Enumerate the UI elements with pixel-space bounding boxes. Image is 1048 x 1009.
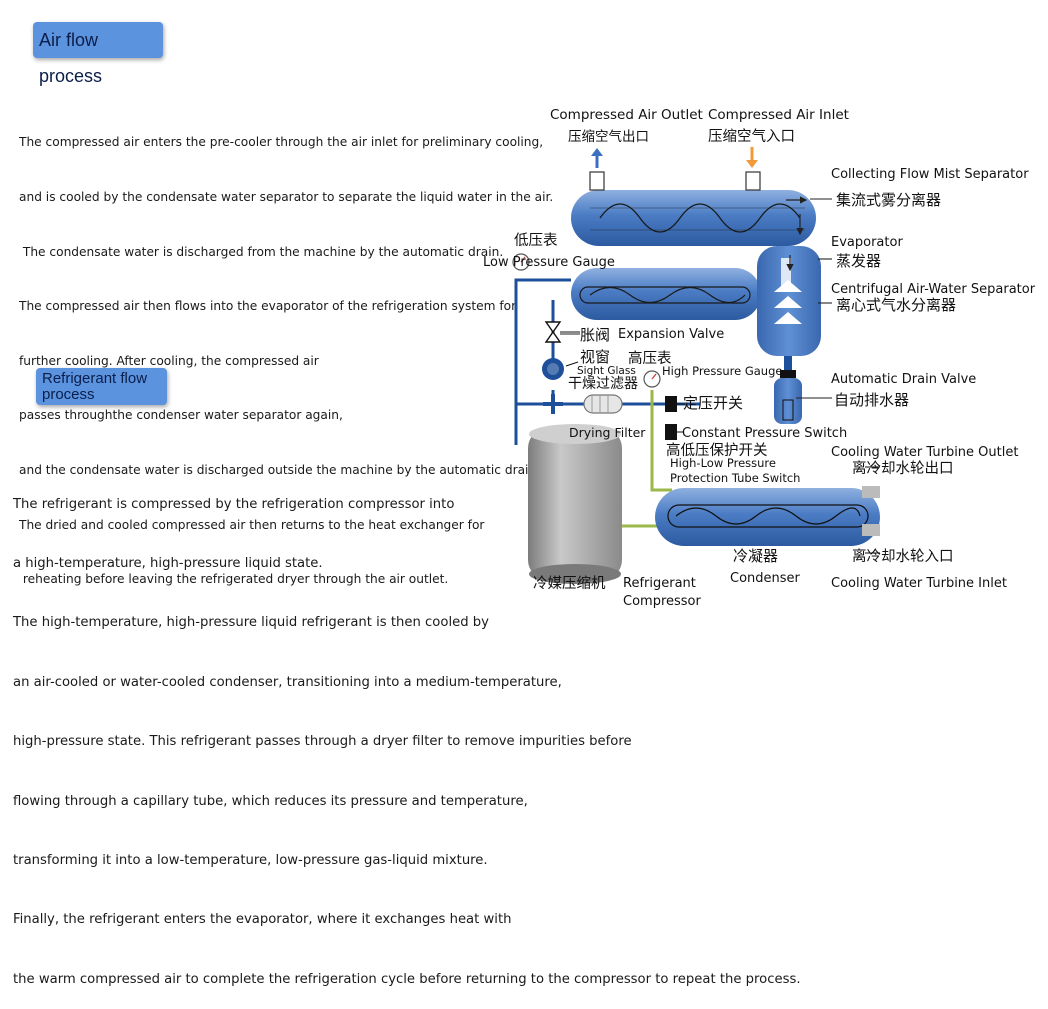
automatic-drain-valve (774, 370, 802, 424)
text-line: The dried and cooled compressed air then… (19, 517, 485, 532)
text-line: high-pressure state. This refrigerant pa… (13, 734, 632, 750)
label-mist-en: Collecting Flow Mist Separator (831, 167, 1029, 182)
drying-filter (583, 394, 623, 414)
label-outlet-en: Compressed Air Outlet (550, 107, 703, 123)
label-lpg-en: Low Pressure Gauge (483, 255, 615, 270)
constant-pressure-switch (665, 396, 677, 412)
label-inlet-cn: 压缩空气入口 (708, 128, 795, 145)
label-dryer-en: Drying Filter (569, 425, 646, 440)
expansion-valve (544, 321, 580, 343)
air-flow-arrows (786, 196, 808, 272)
label-hpg-cn: 高压表 (628, 350, 672, 367)
label-lpg-cn: 低压表 (514, 232, 558, 249)
label-exp-en: Expansion Valve (618, 327, 724, 342)
air-inlet-nozzle (745, 171, 761, 191)
text-line: The condensate water is discharged from … (19, 244, 504, 259)
label-mist-cn: 集流式雾分离器 (836, 191, 941, 209)
air-outlet-nozzle (589, 171, 605, 191)
text-line: a high-temperature, high-pressure liquid… (13, 555, 323, 571)
evaporator-vessel (571, 268, 761, 320)
high-pressure-line (620, 390, 672, 528)
refrigerant-compressor (528, 424, 622, 584)
text-line: the warm compressed air to complete the … (13, 971, 801, 987)
label-centri-cn: 离心式气水分离器 (836, 296, 956, 314)
label-comp-en2: Compressor (623, 594, 702, 609)
label-sight-en: Sight Glass (577, 365, 636, 377)
high-low-pressure-switch (665, 424, 677, 440)
cooling-water-outlet-nozzle (862, 486, 880, 498)
air-flow-description: The compressed air enters the pre-cooler… (19, 97, 553, 607)
text-line: The high-temperature, high-pressure liqu… (13, 615, 489, 631)
label-cwi-cn: 离冷却水轮入口 (852, 548, 954, 565)
refrigerant-flow-description: The refrigerant is compressed by the ref… (13, 455, 801, 1009)
text-line: The refrigerant is compressed by the ref… (13, 496, 455, 512)
sight-glass (542, 358, 564, 380)
label-evap-cn: 蒸发器 (836, 252, 881, 270)
text-line: The compressed air then flows into the e… (19, 299, 517, 314)
label-hpg-en: High Pressure Gauge (662, 364, 782, 378)
low-pressure-gauge (512, 253, 530, 271)
label-hlp-cn: 高低压保护开关 (666, 442, 768, 459)
label-outlet-cn: 压缩空气出口 (568, 129, 649, 145)
centrifugal-separator (757, 246, 821, 370)
label-centri-en: Centrifugal Air-Water Separator (831, 282, 1036, 297)
text-line: passes throughthe condenser water separa… (19, 408, 343, 423)
label-cond-en: Condenser (730, 571, 801, 586)
label-cps-en: Constant Pressure Switch (682, 426, 847, 441)
label-cps-cn: 定压开关 (683, 394, 743, 412)
pre-cooler-heat-exchanger (571, 190, 816, 246)
label-dryer-cn: 干燥过滤器 (568, 376, 638, 392)
tee-fitting (543, 394, 563, 414)
label-evap-en: Evaporator (831, 235, 903, 250)
text-line: The compressed air enters the pre-cooler… (19, 135, 544, 150)
text-line: further cooling. After cooling, the comp… (19, 353, 319, 368)
text-line: flowing through a capillary tube, which … (13, 793, 528, 809)
label-cwo-en: Cooling Water Turbine Outlet (831, 445, 1018, 460)
cooling-water-inlet-nozzle (862, 524, 880, 536)
label-hlp-en2: Protection Tube Switch (670, 471, 800, 485)
text-line: transforming it into a low-temperature, … (13, 852, 488, 868)
text-line: and is cooled by the condensate water se… (19, 190, 554, 205)
leader-lines (560, 198, 880, 554)
condenser (655, 486, 880, 546)
label-hlp-en1: High-Low Pressure (670, 456, 776, 470)
label-inlet-en: Compressed Air Inlet (708, 107, 849, 123)
label-exp-cn: 胀阀 (580, 326, 610, 344)
label-cwi-en: Cooling Water Turbine Inlet (831, 576, 1007, 591)
label-drain-en: Automatic Drain Valve (831, 372, 976, 387)
high-pressure-gauge (643, 370, 661, 388)
label-drain-cn: 自动排水器 (834, 391, 909, 409)
diagram-labels: Compressed Air Outlet 压缩空气出口 Compressed … (483, 107, 1036, 609)
label-comp-en1: Refrigerant (623, 576, 696, 591)
text-line: reheating before leaving the refrigerate… (19, 572, 449, 587)
text-line: an air-cooled or water-cooled condenser,… (13, 674, 562, 690)
text-line: Finally, the refrigerant enters the evap… (13, 912, 512, 928)
refrigerant-flow-title: Refrigerant flow process (36, 368, 167, 405)
air-flow-title: Air flow process (33, 22, 163, 86)
label-comp-cn: 冷媒压缩机 (533, 575, 606, 592)
label-cond-cn: 冷凝器 (733, 547, 778, 565)
refrigerated-dryer-diagram: Compressed Air Outlet 压缩空气出口 Compressed … (483, 107, 1036, 609)
label-sight-cn: 视窗 (580, 348, 610, 366)
label-cwo-cn: 离冷却水轮出口 (852, 460, 954, 477)
